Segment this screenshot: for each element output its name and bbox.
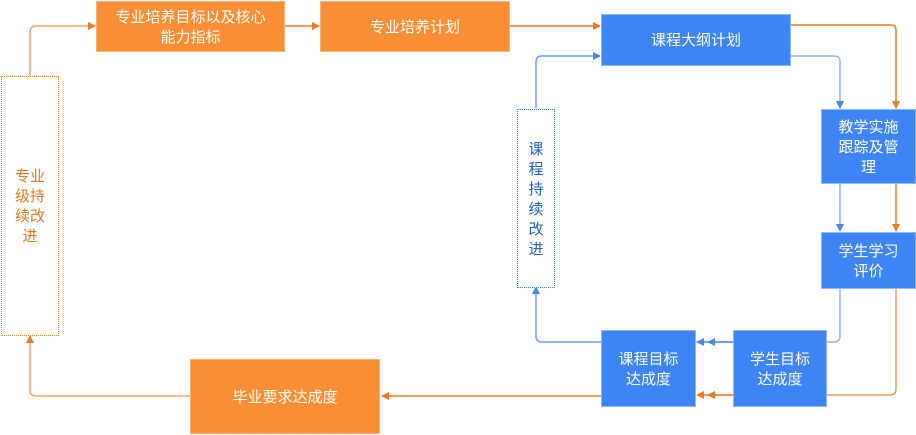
edge-evaluation-to-student-goal-blue <box>707 288 841 346</box>
node-teaching-tracking[interactable]: 教学实施 跟踪及管 理 <box>821 109 916 184</box>
node-student-goal-achievement[interactable]: 学生目标 达成度 <box>733 330 827 407</box>
edge-syllabus-to-teaching-blue <box>790 55 844 109</box>
node-teaching-tracking-label: 教学实施 跟踪及管 理 <box>838 117 899 176</box>
edge-evaluation-to-student-goal-orange <box>707 288 897 399</box>
node-program-improvement[interactable]: 专业 级持 续改 进 <box>1 76 59 336</box>
node-syllabus-plan[interactable]: 课程大纲计划 <box>601 14 791 66</box>
edge-graduation-to-improvement <box>26 335 190 397</box>
node-course-goal-achievement[interactable]: 课程目标 达成度 <box>601 330 696 407</box>
node-student-goal-achievement-label: 学生目标 达成度 <box>749 349 810 388</box>
node-course-improvement[interactable]: 课 程 持 续 改 进 <box>517 109 555 288</box>
node-graduation-achievement[interactable]: 毕业要求达成度 <box>190 359 380 434</box>
node-graduation-achievement-label: 毕业要求达成度 <box>232 387 338 406</box>
edge-course-to-course-improvement <box>532 286 602 343</box>
edge-syllabus-to-teaching-orange <box>790 24 900 109</box>
node-program-improvement-label: 专业 级持 续改 进 <box>14 167 45 245</box>
edge-improvement-to-goals <box>29 22 96 76</box>
node-program-goals-label: 专业培养目标以及核心 能力指标 <box>115 7 266 46</box>
node-program-plan-label: 专业培养计划 <box>369 17 460 36</box>
node-course-improvement-label: 课 程 持 续 改 进 <box>528 139 544 258</box>
node-course-goal-achievement-label: 课程目标 达成度 <box>618 349 679 388</box>
node-program-goals[interactable]: 专业培养目标以及核心 能力指标 <box>96 1 285 52</box>
node-syllabus-plan-label: 课程大纲计划 <box>650 31 741 49</box>
node-student-evaluation-label: 学生学习 评价 <box>838 241 899 280</box>
node-program-plan[interactable]: 专业培养计划 <box>320 1 510 52</box>
node-student-evaluation[interactable]: 学生学习 评价 <box>821 232 916 289</box>
edge-course-improvement-to-syllabus <box>535 52 601 108</box>
